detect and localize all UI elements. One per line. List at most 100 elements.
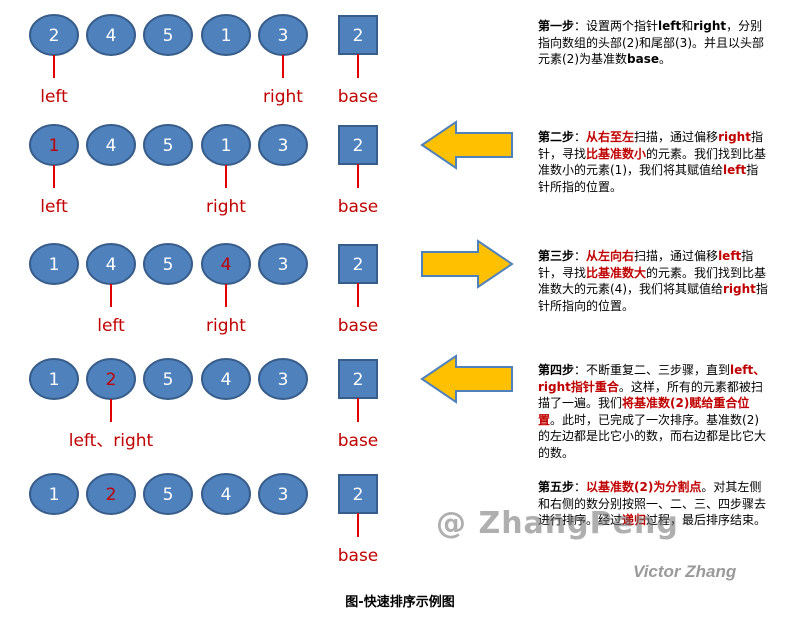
node-circle [201, 358, 251, 400]
description-segment: 从左向右 [586, 249, 635, 263]
pointer-label: left [40, 197, 68, 217]
array-node: 5 [143, 124, 193, 166]
node-circle [143, 358, 193, 400]
node-value: 2 [49, 26, 60, 46]
node-circle [29, 473, 79, 515]
node-circle [201, 473, 251, 515]
description-segment: right [693, 19, 727, 33]
base-label: base [338, 316, 379, 336]
node-value: 4 [221, 370, 232, 390]
array-node: 1 [29, 243, 79, 285]
node-circle [29, 243, 79, 285]
node-circle [86, 473, 136, 515]
node-value: 1 [221, 136, 232, 156]
description-segment: 第五步 [538, 480, 575, 494]
description-segment: left、right指针重合 [538, 363, 766, 394]
array-node: 1 [29, 358, 79, 400]
node-value: 5 [163, 136, 174, 156]
base-value: 2 [353, 370, 364, 390]
array-node: 2 [29, 14, 79, 56]
description-segment: 。 [658, 52, 671, 66]
array-node: 1 [29, 473, 79, 515]
base-value: 2 [353, 26, 364, 46]
array-node: 5 [143, 14, 193, 56]
node-value: 5 [163, 370, 174, 390]
description-segment: ：设置两个指针 [574, 19, 659, 33]
figure-caption: 图-快速排序示例图 [345, 595, 455, 610]
description-segment: ，分别指向数组的头部(2)和尾部(3)。并且以头部元素(2)为基准数 [538, 19, 764, 66]
description-segment: 指针所指向的位置。 [538, 282, 768, 313]
node-value: 4 [221, 485, 232, 505]
array-node: 2 [86, 473, 136, 515]
description-segment: 第四步 [538, 363, 575, 377]
description-segment: base [627, 52, 659, 66]
base-box: 2 [338, 359, 378, 399]
pointer-label: right [206, 197, 246, 217]
node-value: 1 [49, 136, 60, 156]
base-label: base [338, 431, 379, 451]
node-value: 1 [221, 26, 232, 46]
step-description: 第四步：不断重复二、三步骤，直到left、right指针重合。这样，所有的元素都… [538, 362, 770, 461]
node-value: 4 [106, 136, 117, 156]
description-segment: 。对其左侧和右侧的数分别按照一、二、三、四步骤去进行排序。经过 [538, 480, 767, 527]
node-circle [86, 14, 136, 56]
array-node: 2 [86, 358, 136, 400]
step-description: 第五步：以基准数(2)为分割点。对其左侧和右侧的数分别按照一、二、三、四步骤去进… [538, 479, 770, 529]
node-value: 2 [106, 370, 117, 390]
node-circle [143, 124, 193, 166]
node-value: 5 [163, 255, 174, 275]
description-segment: 过程，最后排序结束。 [646, 513, 767, 527]
base-square [338, 125, 378, 165]
node-circle [29, 358, 79, 400]
node-circle [258, 243, 308, 285]
block-arrow-left [420, 354, 513, 404]
base-square [338, 244, 378, 284]
pointer-label: right [206, 316, 246, 336]
step-description: 第二步：从右至左扫描，通过偏移right指针，寻找比基准数小的元素。我们找到比基… [538, 129, 770, 195]
description-segment: 比基准数大 [586, 265, 647, 280]
node-value: 5 [163, 485, 174, 505]
base-box: 2 [338, 244, 378, 284]
node-value: 1 [49, 485, 60, 505]
array-node: 4 [201, 358, 251, 400]
base-label: base [338, 197, 379, 217]
base-value: 2 [353, 485, 364, 505]
description-segment: 指针，寻找 [538, 249, 754, 280]
pointer-label: left [97, 316, 125, 336]
node-value: 3 [278, 136, 289, 156]
description-segment: 将基准数(2)赋给重合位置 [538, 396, 750, 427]
array-node: 5 [143, 243, 193, 285]
base-value: 2 [353, 255, 364, 275]
node-value: 3 [278, 255, 289, 275]
description-segment: ：不断重复二、三步骤，直到 [574, 363, 731, 377]
array-node: 1 [201, 124, 251, 166]
description-segment: left [658, 19, 682, 33]
description-segment: 第三步 [538, 249, 575, 263]
array-node: 3 [258, 243, 308, 285]
array-node: 3 [258, 358, 308, 400]
description-segment: 第一步 [538, 19, 575, 33]
array-node: 3 [258, 124, 308, 166]
description-segment: 扫描，通过偏移 [634, 130, 719, 144]
array-node: 1 [201, 14, 251, 56]
description-segment: ： [574, 480, 587, 494]
description-segment: left [718, 249, 742, 263]
array-node: 4 [86, 14, 136, 56]
description-segment: 指针，寻找 [538, 130, 763, 161]
node-circle [258, 124, 308, 166]
description-segment: right [723, 282, 756, 296]
node-value: 2 [106, 485, 117, 505]
description-segment: 和 [681, 19, 694, 33]
base-box: 2 [338, 15, 378, 55]
node-circle [258, 473, 308, 515]
node-value: 1 [49, 255, 60, 275]
node-value: 4 [106, 255, 117, 275]
description-segment: 以基准数(2)为分割点 [586, 480, 702, 494]
watermark-signature: Victor Zhang [633, 562, 737, 581]
description-segment: 扫描，通过偏移 [634, 249, 719, 263]
array-node: 1 [29, 124, 79, 166]
